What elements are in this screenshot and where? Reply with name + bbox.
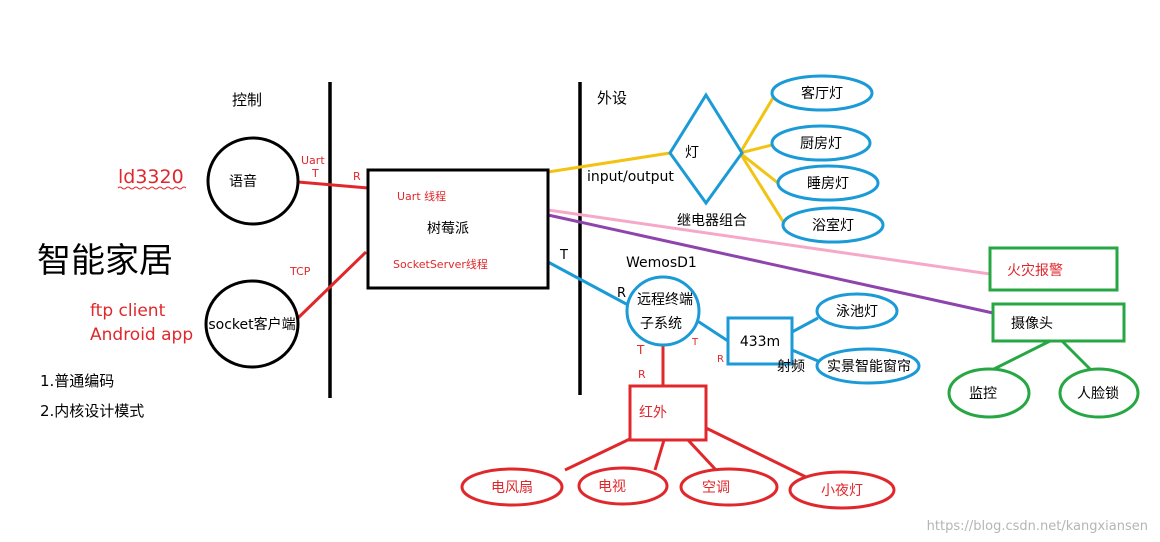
remote-terminal-node — [625, 275, 701, 347]
fan-label: 电风扇 — [491, 480, 533, 496]
lamp-to-kitchen-edge — [739, 142, 777, 155]
ir-r-label: R — [638, 368, 646, 381]
lamp-relay-diamond — [668, 92, 744, 206]
remote-terminal-label-line2: 子系统 — [640, 316, 682, 332]
monitor-label: 监控 — [969, 386, 997, 402]
infrared-to-fan-edge — [564, 435, 635, 472]
socket-to-pi-edge — [296, 250, 368, 320]
page-title: 智能家居 — [37, 241, 173, 281]
lamp-to-living-room-edge — [738, 92, 778, 154]
peripheral-section-label: 外设 — [597, 89, 627, 107]
tv-label: 电视 — [598, 479, 626, 495]
smart-curtain-node — [815, 347, 921, 385]
tv-node — [577, 466, 669, 506]
smart-curtain-label: 实景智能窗帘 — [827, 358, 911, 375]
fire-alarm-label: 火灾报警 — [1007, 262, 1063, 279]
brand-label: ld3320 — [118, 166, 184, 188]
remote-terminal-label-line1: 远程终端 — [637, 292, 693, 308]
lamp-to-bathroom-edge — [738, 152, 786, 224]
socket-server-thread-label: SocketServer线程 — [393, 257, 488, 271]
remote-to-rf-t-label: T — [691, 337, 699, 348]
remote-to-ir-t-label: T — [636, 343, 645, 357]
tcp-edge-label: TCP — [289, 265, 311, 278]
face-lock-node — [1058, 367, 1140, 419]
kitchen-light-label: 厨房灯 — [800, 136, 842, 152]
rf-label: 射频 — [777, 359, 805, 375]
aircon-label: 空调 — [702, 480, 730, 496]
uart-t-label: T — [311, 167, 319, 180]
remote-to-rf433-edge — [695, 318, 729, 343]
wemos-r-label: R — [617, 286, 626, 301]
control-section-label: 控制 — [232, 91, 262, 109]
camera-to-monitor-edge — [989, 339, 1051, 373]
kernel-pattern-note: 2.内核设计模式 — [40, 402, 144, 420]
uart-thread-label: Uart 线程 — [397, 189, 446, 203]
watermark-text: https://blog.csdn.net/kangxiansen — [927, 519, 1148, 534]
socket-client-node — [204, 279, 300, 369]
pool-light-label: 泳池灯 — [836, 304, 878, 320]
voice-to-pi-edge — [297, 180, 369, 190]
infrared-to-night-light-edge — [705, 426, 809, 480]
kitchen-light-node — [770, 124, 872, 162]
rf433-label: 433m — [740, 334, 780, 350]
infrared-to-tv-edge — [653, 439, 666, 471]
camera-to-face-lock-edge — [1060, 339, 1094, 373]
brand-spellcheck-underline — [117, 186, 187, 190]
raspberry-pi-label: 树莓派 — [427, 221, 469, 237]
bedroom-light-label: 睡房灯 — [807, 176, 849, 192]
relay-group-label: 继电器组合 — [677, 213, 747, 229]
uart-r-label: R — [353, 170, 361, 183]
camera-box — [991, 302, 1126, 343]
uart-edge-label: Uart — [301, 154, 325, 167]
pi-to-camera-edge — [547, 213, 994, 315]
raspberry-pi-box — [366, 168, 550, 290]
camera-label: 摄像头 — [1011, 316, 1053, 332]
voice-label: 语音 — [229, 173, 257, 190]
pi-to-lamp-edge — [547, 151, 671, 174]
rf-r-label: R — [717, 354, 724, 365]
rf433-to-curtain-edge — [791, 348, 819, 363]
pi-to-fire-alarm-edge — [547, 208, 991, 276]
lamp-label: 灯 — [685, 145, 699, 161]
android-app-note: Android app — [90, 325, 193, 345]
infrared-box — [628, 384, 708, 442]
pool-light-node — [815, 292, 899, 330]
socket-client-label: socket客户端 — [208, 316, 295, 333]
fan-node — [460, 467, 564, 507]
night-light-label: 小夜灯 — [821, 483, 863, 499]
infrared-label: 红外 — [639, 405, 667, 421]
voice-node — [206, 136, 300, 226]
pi-to-remote-edge — [547, 260, 631, 308]
night-light-node — [788, 470, 896, 510]
wemos-label: WemosD1 — [626, 255, 697, 271]
rf433-box — [726, 316, 794, 366]
face-lock-label: 人脸锁 — [1077, 386, 1119, 402]
living-room-light-node — [770, 74, 874, 112]
rf433-to-pool-light-edge — [791, 316, 819, 334]
fire-alarm-box — [988, 246, 1119, 292]
living-room-light-label: 客厅灯 — [801, 85, 843, 102]
bathroom-light-label: 浴室灯 — [812, 217, 854, 234]
aircon-node — [679, 467, 779, 507]
infrared-to-aircon-edge — [686, 438, 718, 472]
io-edge-label: input/output — [587, 169, 674, 185]
bedroom-light-node — [776, 164, 880, 202]
lamp-to-bedroom-edge — [739, 151, 779, 185]
pi-to-wemos-t-label: T — [559, 248, 568, 263]
ftp-client-note: ftp client — [90, 301, 166, 321]
monitor-node — [947, 367, 1031, 419]
bathroom-light-node — [781, 206, 885, 244]
normal-coding-note: 1.普通编码 — [40, 372, 114, 390]
